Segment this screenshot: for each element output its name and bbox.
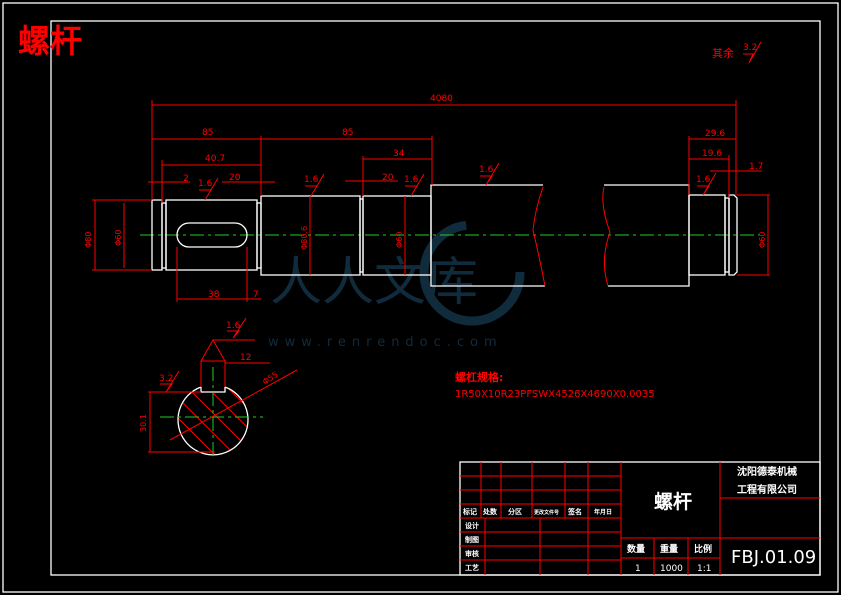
dim-2: 2 bbox=[183, 174, 189, 184]
svg-text:工艺: 工艺 bbox=[465, 563, 479, 572]
dim-7: 7 bbox=[253, 290, 259, 300]
svg-text:1: 1 bbox=[635, 564, 641, 574]
dim-dia-mid: Φ80.6 bbox=[300, 226, 309, 250]
dim-dia-left-outer: Φ80 bbox=[84, 232, 93, 248]
general-roughness-note: 其余 3.2 bbox=[712, 41, 762, 64]
dim-19-6: 19.6 bbox=[702, 149, 722, 159]
dim-29-6: 29.6 bbox=[705, 129, 725, 139]
svg-text:签名: 签名 bbox=[567, 507, 582, 516]
svg-text:处数: 处数 bbox=[482, 507, 498, 516]
svg-text:其余: 其余 bbox=[712, 46, 734, 60]
section-depth: 30.1 bbox=[139, 414, 148, 432]
section-roughness-key: 1.6 bbox=[226, 321, 241, 331]
dim-20-right: 20 bbox=[382, 173, 394, 183]
dim-85-left: 85 bbox=[202, 128, 213, 138]
svg-text:人人文库: 人人文库 bbox=[270, 253, 478, 313]
section-diameter: Φ55 bbox=[261, 370, 280, 387]
section-key-width: 12 bbox=[240, 353, 251, 363]
svg-text:年月日: 年月日 bbox=[594, 508, 612, 516]
company-line2: 工程有限公司 bbox=[737, 483, 797, 496]
svg-text:1.6: 1.6 bbox=[479, 165, 494, 175]
svg-text:比例: 比例 bbox=[694, 543, 712, 555]
dim-dia-bearing: Φ60 bbox=[395, 232, 404, 248]
svg-text:数量: 数量 bbox=[627, 543, 645, 555]
svg-text:审核: 审核 bbox=[465, 549, 479, 558]
svg-text:1000: 1000 bbox=[660, 564, 683, 574]
svg-text:1:1: 1:1 bbox=[697, 564, 711, 574]
svg-text:1.6: 1.6 bbox=[696, 175, 711, 185]
dim-overall: 4080 bbox=[430, 94, 453, 104]
dimension-lines bbox=[92, 100, 770, 302]
svg-text:分区: 分区 bbox=[508, 507, 522, 516]
svg-text:更改文件号: 更改文件号 bbox=[534, 509, 559, 516]
dim-20-left: 20 bbox=[229, 173, 241, 183]
svg-text:1.6: 1.6 bbox=[198, 179, 213, 189]
svg-text:标记: 标记 bbox=[462, 507, 477, 516]
drawing-title: 螺杆 bbox=[18, 22, 82, 60]
svg-text:重量: 重量 bbox=[660, 543, 678, 555]
section-roughness-side: 3.2 bbox=[159, 374, 173, 384]
roughness-symbols: 1.6 1.6 1.6 1.6 1.6 bbox=[198, 162, 717, 201]
drawing-number: FBJ.01.09 bbox=[731, 547, 816, 568]
svg-text:3.2: 3.2 bbox=[743, 43, 757, 53]
dim-1-7: 1.7 bbox=[749, 162, 763, 172]
title-block: 标记 处数 分区 更改文件号 签名 年月日 设计 制图 审核 工艺 螺杆 沈阳德… bbox=[459, 461, 821, 576]
part-name: 螺杆 bbox=[654, 490, 692, 513]
keyway-slot bbox=[176, 222, 248, 248]
svg-text:制图: 制图 bbox=[465, 535, 479, 544]
svg-text:1.6: 1.6 bbox=[304, 175, 319, 185]
spec-label: 螺杠规格: bbox=[455, 370, 503, 384]
spec-value: 1R50X10R23PFSWX4526X4690X0.0035 bbox=[455, 389, 655, 400]
dim-38: 38 bbox=[208, 290, 220, 300]
svg-text:www.renrendoc.com: www.renrendoc.com bbox=[268, 335, 503, 350]
dim-dia-right: Φ60 bbox=[758, 232, 767, 248]
svg-text:设计: 设计 bbox=[465, 521, 479, 530]
dim-34: 34 bbox=[393, 149, 405, 159]
shaft-outline bbox=[140, 184, 760, 287]
dim-85-right: 85 bbox=[342, 128, 353, 138]
svg-text:1.6: 1.6 bbox=[404, 175, 419, 185]
watermark: 人人文库 www.renrendoc.com bbox=[268, 220, 525, 350]
dim-40-7: 40.7 bbox=[205, 154, 225, 164]
inner-frame bbox=[50, 20, 821, 576]
company-line1: 沈阳德泰机械 bbox=[737, 465, 797, 478]
dim-dia-left-inner: Φ60 bbox=[114, 230, 123, 246]
